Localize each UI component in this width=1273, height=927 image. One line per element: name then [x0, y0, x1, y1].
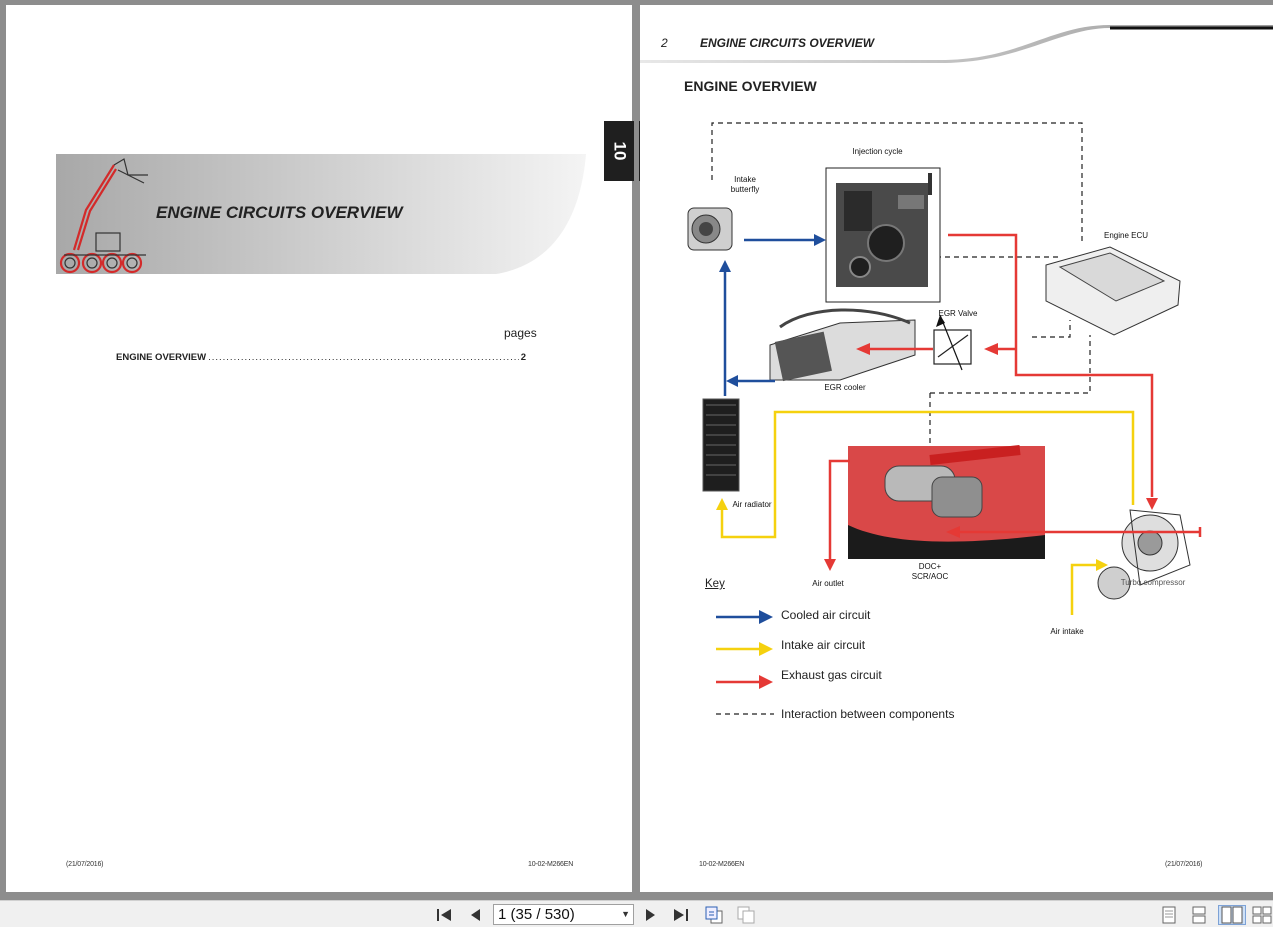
document-viewer: ENGINE CIRCUITS OVERVIEW pages ENGINE OV…: [6, 5, 1273, 892]
egr-valve-symbol: [933, 314, 972, 371]
section-title: ENGINE OVERVIEW: [684, 78, 817, 94]
continuous-view-button[interactable]: [1189, 905, 1209, 925]
label-intake-butterfly: Intake butterfly: [730, 175, 760, 194]
label-egr-valve: EGR Valve: [938, 309, 978, 318]
turbo-compressor-image: [1097, 509, 1191, 600]
previous-page-button[interactable]: [465, 905, 485, 925]
toc-entry-page: 2: [520, 352, 526, 363]
header-title: ENGINE CIRCUITS OVERVIEW: [700, 36, 875, 50]
chevron-down-icon[interactable]: ▼: [621, 909, 630, 919]
engine-ecu-image: [1045, 246, 1181, 336]
single-page-icon: [1162, 906, 1176, 924]
left-page: ENGINE CIRCUITS OVERVIEW pages ENGINE OV…: [6, 5, 632, 892]
telehandler-icon: [59, 158, 148, 274]
page-number-field[interactable]: 1 (35 / 530) ▼: [493, 904, 634, 925]
first-page-icon: [437, 909, 451, 921]
doc-scr-aoc-image: [848, 445, 1045, 559]
key-label-cooled-air: Cooled air circuit: [781, 608, 871, 622]
engine-image: [825, 167, 941, 303]
continuous-page-icon: [1192, 906, 1206, 924]
interaction-lines: [711, 122, 1091, 455]
toc-leader-dots: ........................................…: [208, 352, 519, 363]
facing-continuous-icon: [1252, 906, 1272, 924]
last-page-icon: [674, 909, 688, 921]
footer-date: (21/07/2016): [1165, 861, 1203, 868]
footer-date: (21/07/2016): [66, 861, 104, 868]
facing-pages-icon: [1221, 906, 1243, 924]
facing-pages-view-button[interactable]: [1218, 905, 1246, 925]
label-air-outlet: Air outlet: [812, 579, 844, 588]
last-page-button[interactable]: [671, 905, 691, 925]
first-page-button[interactable]: [434, 905, 454, 925]
label-air-radiator: Air radiator: [732, 500, 772, 509]
engine-circuit-diagram: [687, 122, 1202, 715]
key-title: Key: [705, 578, 725, 590]
label-injection-cycle: Injection cycle: [852, 147, 903, 156]
intake-butterfly-image: [687, 207, 733, 251]
egr-cooler-image: [769, 308, 916, 382]
footer-code: 10-02-M266EN: [699, 861, 745, 868]
toc-pages-label: pages: [504, 326, 537, 340]
exhaust-gas-lines: [828, 233, 1202, 560]
previous-page-icon: [471, 909, 480, 921]
header-swoosh: [640, 25, 1273, 63]
go-forward-icon: [737, 906, 755, 924]
facing-continuous-view-button[interactable]: [1252, 905, 1272, 925]
label-doc-scr-aoc: DOC+ SCR/AOC: [911, 562, 949, 581]
label-air-intake: Air intake: [1050, 627, 1084, 636]
chapter-title: ENGINE CIRCUITS OVERVIEW: [156, 203, 403, 222]
next-page-button[interactable]: [641, 905, 661, 925]
cooled-air-lines: [719, 234, 826, 396]
chapter-banner: [56, 154, 586, 274]
page-indicator: 1 (35 / 530): [498, 906, 575, 923]
key-label-intake-air: Intake air circuit: [781, 638, 866, 652]
label-egr-cooler: EGR cooler: [824, 383, 866, 392]
go-back-icon: [705, 906, 723, 924]
right-page: 2 ENGINE CIRCUITS OVERVIEW ENGINE OVERVI…: [640, 5, 1273, 892]
label-turbo-compressor: Turbo compressor: [1120, 578, 1186, 587]
intake-air-lines: [720, 410, 1135, 615]
toc-entry-engine-overview[interactable]: ENGINE OVERVIEW ........................…: [116, 352, 526, 366]
toc-entry-title: ENGINE OVERVIEW: [116, 352, 207, 363]
key-label-exhaust-gas: Exhaust gas circuit: [781, 668, 882, 682]
single-page-view-button[interactable]: [1159, 905, 1179, 925]
go-forward-button[interactable]: [736, 905, 756, 925]
label-engine-ecu: Engine ECU: [1103, 231, 1149, 240]
air-radiator-image: [702, 398, 740, 492]
navigation-toolbar: 1 (35 / 530) ▼: [0, 900, 1273, 927]
chapter-tab-left: 10: [604, 121, 634, 181]
key-swatches: [716, 610, 774, 715]
go-back-button[interactable]: [704, 905, 724, 925]
next-page-icon: [646, 909, 655, 921]
header-page-number: 2: [661, 36, 668, 50]
footer-code: 10-02-M266EN: [528, 861, 574, 868]
key-label-interaction: Interaction between components: [781, 707, 955, 721]
